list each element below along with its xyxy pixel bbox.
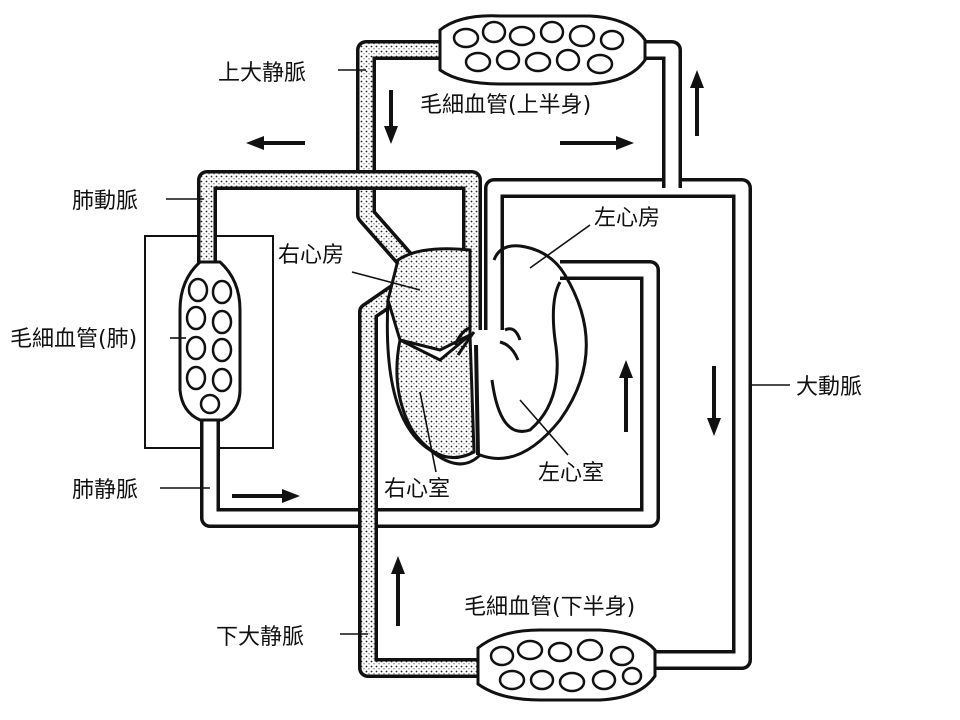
labels: 上大静脈 毛細血管(上半身) 肺動脈 右心房 左心房 毛細血管(肺) 大動脈 右… xyxy=(10,61,862,650)
leader-lines xyxy=(160,69,790,635)
label-right-atrium: 右心房 xyxy=(278,243,344,268)
arrow-down-svc xyxy=(384,90,398,144)
right-ventricle-shape xyxy=(395,331,476,460)
heart xyxy=(385,244,588,466)
label-right-ventricle: 右心室 xyxy=(384,477,450,502)
left-ventricle-shape xyxy=(490,281,562,433)
label-left-ventricle: 左心室 xyxy=(538,461,604,486)
label-pulmonary-vein: 肺静脈 xyxy=(72,478,138,503)
arrow-up-lv xyxy=(619,360,633,432)
arrow-right-pulmonary-vein xyxy=(232,489,300,503)
label-left-atrium: 左心房 xyxy=(594,206,660,231)
arterial-vessels xyxy=(200,40,752,670)
arrow-up-upper xyxy=(690,70,704,136)
capillary-lung xyxy=(178,260,242,422)
capillary-lower xyxy=(476,628,657,702)
label-pulmonary-artery: 肺動脈 xyxy=(72,189,138,214)
arrow-down-aorta xyxy=(707,366,721,436)
arrow-up-ivc xyxy=(391,556,405,626)
label-aorta: 大動脈 xyxy=(796,375,862,400)
label-capillary-lung: 毛細血管(肺) xyxy=(10,327,137,352)
flow-arrows xyxy=(232,70,721,626)
label-inferior-vena-cava: 下大静脈 xyxy=(216,625,304,650)
arrow-left-pulmonary xyxy=(246,136,305,150)
right-atrium-shape xyxy=(386,247,472,352)
heart-outline xyxy=(385,244,588,466)
label-capillary-lower: 毛細血管(下半身) xyxy=(464,595,635,620)
label-capillary-upper: 毛細血管(上半身) xyxy=(420,93,591,118)
capillary-upper xyxy=(438,14,647,86)
arrow-right-upper xyxy=(560,136,634,150)
venous-vessels xyxy=(197,40,482,678)
label-superior-vena-cava: 上大静脈 xyxy=(218,61,306,86)
aorta xyxy=(484,178,752,670)
